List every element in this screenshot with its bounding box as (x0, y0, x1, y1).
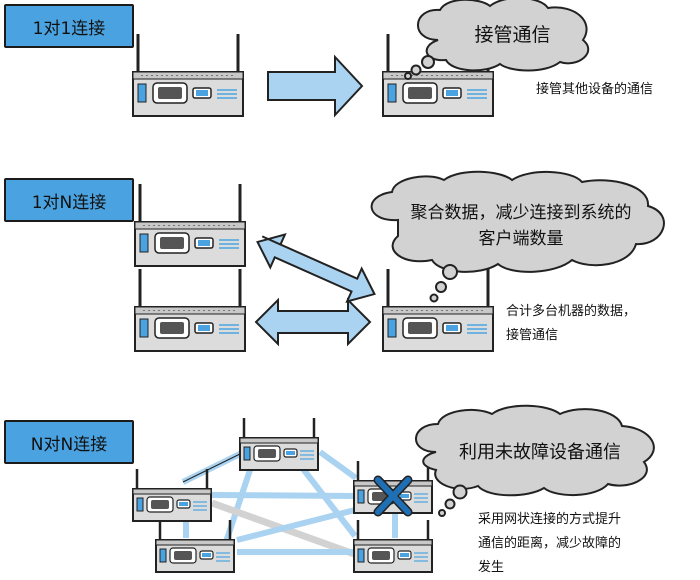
note-1-line-1: 接管其他设备的通信 (536, 82, 654, 97)
section-label-1to1: 1对1连接 (4, 4, 134, 48)
mesh-node-top (238, 416, 320, 472)
mesh-links (181, 449, 398, 558)
arrow-bidirectional-horizontal (254, 297, 372, 347)
note-3-line-1: 采用网状连接的方式提升 (478, 512, 622, 527)
router-device-aggregator (381, 267, 495, 353)
mesh-node-bottom-left (154, 518, 236, 574)
thought-dot (410, 64, 422, 76)
note-3-line-2: 通信的距离，减少故障的 (478, 536, 622, 551)
bubble-text-3: 利用未故障设备通信 (459, 442, 621, 463)
thought-dot (452, 484, 468, 500)
note-1: 接管其他设备的通信 (536, 78, 653, 102)
arrow-right (267, 54, 364, 118)
router-device-client-1 (133, 182, 247, 268)
bubble-text-2-line-2: 客户端数量 (478, 229, 564, 249)
note-2-line-2: 接管通信 (506, 328, 559, 343)
fault-cross-icon (373, 475, 413, 517)
bubble-text-2: 聚合数据，减少连接到系统的 客户端数量 (398, 200, 644, 252)
thought-dot (438, 509, 446, 517)
bubble-text-2-line-1: 聚合数据，减少连接到系统的 (410, 203, 632, 223)
thought-dot (435, 281, 447, 293)
thought-dot (444, 498, 456, 510)
note-3-line-3: 发生 (478, 560, 505, 575)
thought-dot (442, 264, 458, 280)
note-2: 合计多台机器的数据， 接管通信 (506, 300, 636, 348)
note-3: 采用网状连接的方式提升 通信的距离，减少故障的 发生 (478, 508, 621, 580)
section-label-NtoN: N对N连接 (4, 420, 134, 464)
router-device-source (131, 32, 245, 118)
mesh-node-right-faulty (352, 459, 434, 515)
note-2-line-1: 合计多台机器的数据， (506, 304, 637, 319)
thought-dot (421, 55, 435, 69)
thought-dot (404, 72, 412, 80)
thought-cloud-1 (417, 0, 590, 72)
arrow-bidirectional-diagonal (256, 232, 376, 304)
bubble-text-1: 接管通信 (474, 24, 551, 46)
thought-dot (429, 293, 439, 303)
section-label-1toN: 1对N连接 (4, 178, 134, 222)
thought-cloud-2 (370, 170, 665, 273)
router-device-client-2 (133, 267, 247, 353)
